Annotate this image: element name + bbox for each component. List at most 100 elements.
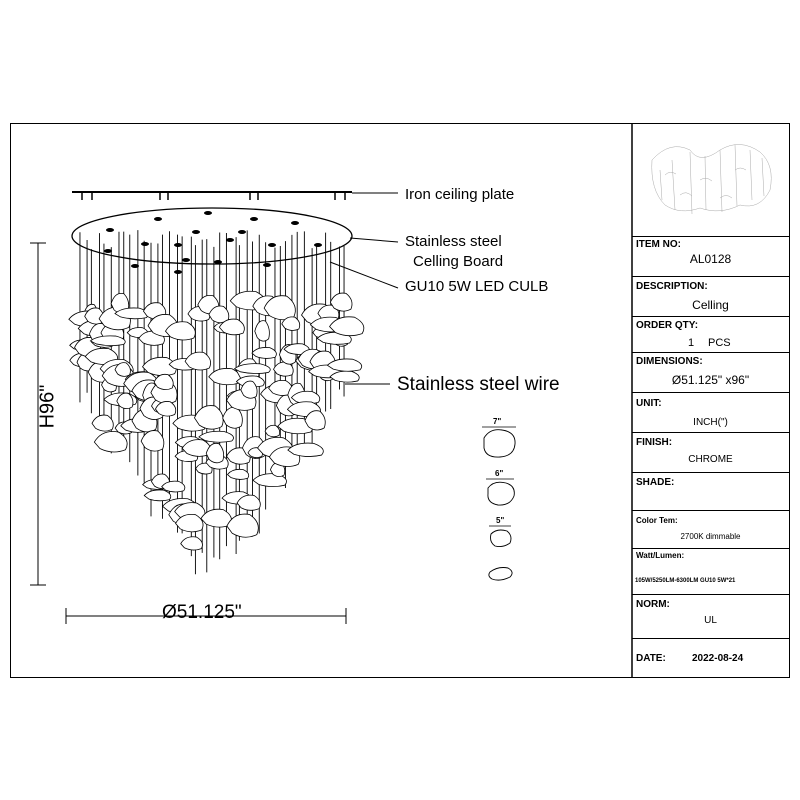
ceiling-board bbox=[71, 207, 353, 265]
finish-row: FINISH: CHROME bbox=[632, 432, 789, 472]
shade-label: SHADE: bbox=[636, 477, 675, 488]
height-dimension-label: H96" bbox=[36, 384, 59, 429]
glass-piece bbox=[329, 316, 365, 337]
glass-piece bbox=[200, 508, 232, 528]
watt-label: Watt/Lumen: bbox=[636, 551, 685, 560]
glass-piece bbox=[326, 358, 363, 372]
date-row: DATE: 2022-08-24 bbox=[632, 638, 789, 678]
led-label: GU10 5W LED CULB bbox=[405, 278, 549, 295]
glass-piece bbox=[198, 430, 234, 443]
glass-piece bbox=[91, 414, 114, 432]
dimensions-row: DIMENSIONS: Ø51.125" x96" bbox=[632, 352, 789, 392]
glass-piece bbox=[222, 406, 243, 429]
led-socket bbox=[174, 243, 182, 247]
glass-piece bbox=[180, 536, 203, 551]
order-qty-unit: PCS bbox=[708, 337, 731, 349]
glass-piece bbox=[84, 347, 118, 365]
drawing-frame bbox=[10, 123, 790, 678]
glass-piece bbox=[161, 480, 186, 493]
finish-label: FINISH: bbox=[636, 437, 673, 448]
glass-piece bbox=[283, 343, 310, 355]
glass-piece bbox=[89, 335, 126, 346]
glass-piece bbox=[116, 392, 134, 410]
item-no-row: ITEM NO: AL0128 bbox=[632, 236, 789, 276]
glass-piece bbox=[143, 489, 172, 502]
glass-piece bbox=[240, 380, 258, 399]
glass-piece bbox=[154, 401, 177, 417]
glass-piece bbox=[175, 513, 204, 533]
led-socket bbox=[174, 270, 182, 274]
glass-piece bbox=[254, 320, 270, 342]
led-socket bbox=[291, 221, 299, 225]
glass-piece bbox=[281, 316, 301, 331]
diameter-dimension bbox=[65, 608, 347, 624]
color-temp-label: Color Tem: bbox=[636, 516, 678, 525]
order-qty-value: 1 bbox=[688, 337, 695, 349]
led-socket bbox=[141, 242, 149, 246]
date-label: DATE: bbox=[636, 653, 666, 664]
led-socket bbox=[131, 264, 139, 268]
order-qty-row: ORDER QTY: 1 PCS bbox=[632, 316, 789, 352]
date-value: 2022-08-24 bbox=[692, 653, 744, 664]
unit-label: UNIT: bbox=[636, 398, 662, 409]
glass-piece bbox=[329, 292, 353, 312]
dimensions-value: Ø51.125" x96" bbox=[671, 373, 750, 387]
glass-piece bbox=[93, 431, 128, 453]
led-socket bbox=[182, 258, 190, 262]
glass-piece bbox=[218, 318, 245, 336]
glass-size-5-label: 5" bbox=[496, 516, 505, 525]
glass-piece bbox=[264, 424, 281, 438]
led-socket bbox=[250, 217, 258, 221]
glass-piece bbox=[263, 295, 296, 321]
ceiling-plate bbox=[72, 191, 352, 200]
glass-piece bbox=[114, 362, 131, 377]
norm-value: UL bbox=[704, 615, 717, 626]
color-temp-value: 2700K dimmable bbox=[680, 532, 741, 541]
item-no-label: ITEM NO: bbox=[636, 239, 681, 250]
description-value: Celling bbox=[692, 298, 729, 312]
glass-piece bbox=[329, 370, 360, 383]
diameter-dimension-label: Ø51.125" bbox=[162, 602, 242, 623]
glass-size-6-label: 6" bbox=[495, 469, 504, 478]
leader-ceiling-board bbox=[349, 237, 399, 243]
glass-piece bbox=[184, 351, 211, 371]
unit-row: UNIT: INCH(") bbox=[632, 392, 789, 432]
height-dimension bbox=[30, 242, 46, 586]
glass-piece bbox=[164, 321, 196, 341]
glass-piece bbox=[287, 442, 324, 457]
glass-pieces bbox=[68, 290, 365, 551]
glass-piece bbox=[140, 430, 165, 452]
glass-piece bbox=[226, 513, 259, 538]
led-socket bbox=[104, 249, 112, 253]
led-socket bbox=[214, 260, 222, 264]
glass-piece bbox=[236, 494, 261, 511]
led-socket bbox=[314, 243, 322, 247]
unit-value: INCH(") bbox=[693, 417, 728, 428]
glass-piece bbox=[195, 462, 213, 475]
watt-row: Watt/Lumen: 105W/5250LM-6300LM GU10 5W*2… bbox=[632, 548, 789, 594]
watt-value: 105W/5250LM-6300LM GU10 5W*21 bbox=[635, 578, 736, 584]
ceiling-board-label: Stainless steel Celling Board bbox=[405, 232, 503, 272]
glass-size-7-label: 7" bbox=[493, 417, 502, 426]
title-block: ITEM NO: AL0128 DESCRIPTION: Celling ORD… bbox=[632, 123, 789, 678]
glass-piece bbox=[153, 373, 174, 391]
glass-piece bbox=[251, 347, 277, 359]
glass-size-samples bbox=[482, 426, 516, 581]
led-socket bbox=[154, 217, 162, 221]
glass-piece bbox=[208, 305, 230, 324]
ceiling-plate-label: Iron ceiling plate bbox=[405, 186, 515, 203]
ceiling-board-label-line2: Celling Board bbox=[413, 253, 504, 270]
description-label: DESCRIPTION: bbox=[636, 281, 708, 292]
color-temp-row: Color Tem: 2700K dimmable bbox=[632, 510, 789, 548]
led-socket bbox=[106, 228, 114, 232]
glass-piece bbox=[233, 363, 271, 374]
glass-piece bbox=[304, 410, 326, 431]
item-no-value: AL0128 bbox=[689, 252, 732, 266]
glass-piece bbox=[273, 361, 294, 377]
led-socket bbox=[226, 238, 234, 242]
product-thumbnail bbox=[651, 144, 772, 215]
shade-row: SHADE: bbox=[632, 472, 789, 510]
finish-value: CHROME bbox=[688, 454, 733, 465]
